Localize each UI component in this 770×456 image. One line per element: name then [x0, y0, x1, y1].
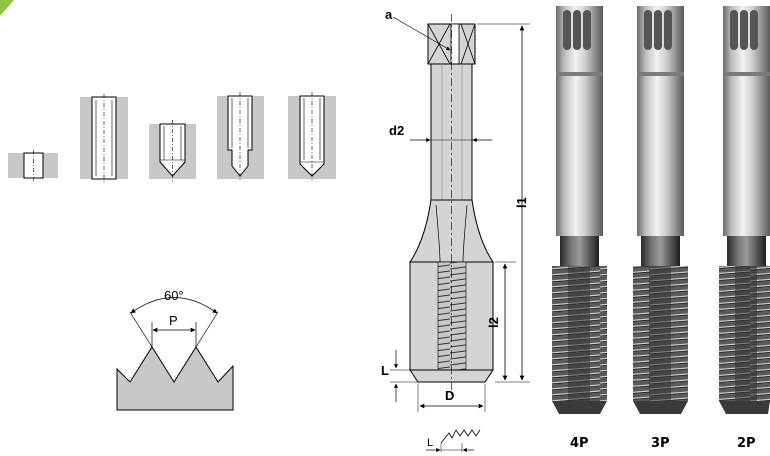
chamfer-detail-icon: L	[426, 429, 481, 453]
tap-technical-drawing: a d2 l1 l2 L D	[381, 7, 530, 453]
hole-type-through-icon	[80, 94, 128, 182]
chamfer-detail-label: L	[427, 437, 433, 449]
hole-type-blind-deep-icon	[288, 92, 336, 182]
tap-photo-3p	[633, 6, 688, 414]
thread-diameter-label: D	[445, 388, 454, 403]
tap-photo-label-4p: 4P	[570, 436, 589, 451]
thread-profile-diagram: 60° P	[116, 288, 234, 411]
tap-photo-2p	[719, 6, 770, 414]
hole-type-shallow-through-icon	[8, 150, 58, 182]
angle-arc	[130, 297, 218, 314]
tap-photos: 4P 3P 2P	[552, 6, 770, 451]
square-drive-label: a	[385, 7, 393, 22]
hole-type-blind-stepped-icon	[217, 92, 264, 182]
thread-length-label: l2	[486, 317, 501, 328]
angle-label: 60°	[164, 288, 184, 303]
tap-photo-label-3p: 3P	[651, 436, 670, 451]
shank-diameter-label-text: d2	[389, 123, 404, 138]
shank-diameter-label: d2	[389, 123, 404, 138]
pitch-label: P	[169, 313, 178, 328]
tap-photo-4p	[552, 6, 607, 414]
hole-type-blind-short-icon	[149, 120, 196, 182]
chamfer-tip	[409, 369, 494, 383]
chamfer-length-label: L	[381, 363, 389, 378]
thread-profile-shape	[116, 346, 234, 411]
overall-length-label: l1	[514, 197, 529, 208]
hole-types	[8, 92, 336, 182]
corner-accent	[0, 0, 14, 16]
tap-photo-label-2p: 2P	[737, 436, 756, 451]
